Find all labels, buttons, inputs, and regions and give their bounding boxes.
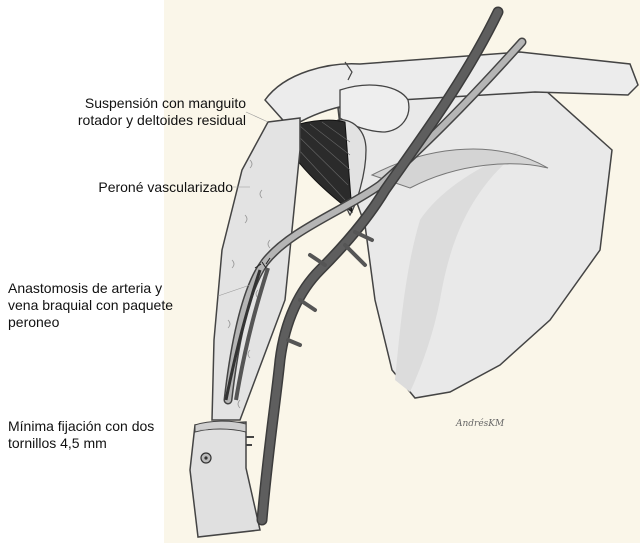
label-anastomosis: Anastomosis de arteria y vena braquial c…	[8, 280, 218, 331]
screw-center	[204, 456, 207, 459]
screw-tip	[246, 437, 254, 445]
label-suspension: Suspensión con manguito rotador y deltoi…	[40, 95, 246, 129]
label-fixation: Mínima fijación con dos tornillos 4,5 mm	[8, 418, 208, 452]
artist-signature: AndrésKM	[455, 418, 505, 429]
label-vascularized-fibula: Peroné vascularizado	[60, 179, 233, 196]
